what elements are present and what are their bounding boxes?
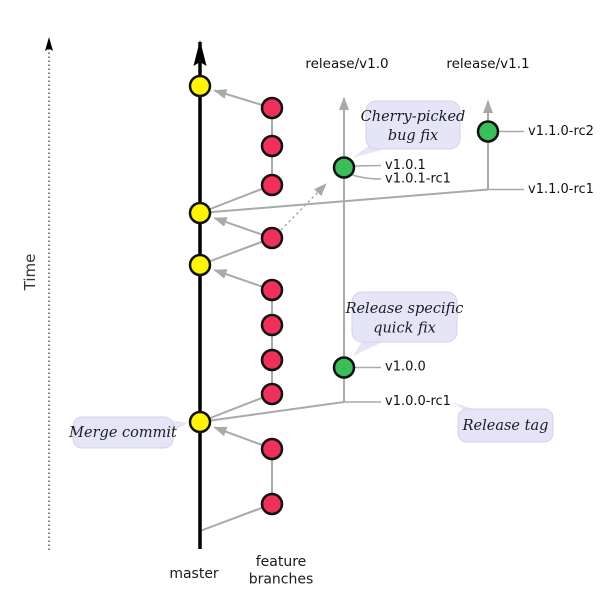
tag-v110rc1: v1.1.0-rc1: [528, 182, 594, 197]
release-v11-branch: release/v1.1: [199, 56, 530, 214]
tag-labels: v1.0.1 v1.0.1-rc1 v1.1.0-rc2 v1.1.0-rc1 …: [385, 124, 594, 409]
callout-body: [365, 100, 461, 150]
merge-arrow: [213, 217, 263, 236]
tag-line-v101: [352, 164, 382, 167]
callout-merge-commit: Merge commit: [68, 416, 188, 449]
commit-release-v100: [332, 356, 356, 379]
tag-v100: v1.0.0: [385, 360, 426, 375]
callout-cherry-line2: bug fix: [388, 128, 438, 144]
commit-feature: [260, 226, 284, 250]
feature-branches-label-line2: branches: [249, 572, 314, 588]
commit-feature: [260, 348, 284, 372]
commit-feature: [260, 313, 284, 337]
callout-merge-commit-label: Merge commit: [68, 425, 177, 441]
callout-cherry-line1: Cherry-picked: [361, 109, 466, 125]
merge-arrow: [213, 89, 262, 106]
branch-start-line: [199, 184, 273, 214]
release-v11-branchoff-line: [199, 188, 489, 214]
commit-feature: [260, 492, 284, 516]
commit-feature: [260, 437, 284, 461]
callout-body: [457, 408, 554, 443]
feature-branches-label-line1: feature: [256, 554, 307, 570]
commits: [188, 74, 500, 516]
callout-tail: [353, 340, 385, 356]
release-v10-branch: release/v1.0: [199, 56, 389, 423]
callout-release-tag: Release tag: [452, 402, 554, 443]
branch-start-line: [199, 237, 273, 266]
tag-v100rc1: v1.0.0-rc1: [385, 394, 451, 409]
callout-body: [351, 291, 458, 343]
feature-branch-lines: [199, 89, 327, 532]
tag-v101rc1: v1.0.1-rc1: [385, 172, 451, 187]
commit-feature: [260, 134, 284, 158]
cherry-pick-arrow: [280, 183, 327, 231]
tag-v101: v1.0.1: [385, 158, 426, 173]
commit-feature: [260, 382, 284, 406]
time-axis-label: Time: [21, 254, 39, 292]
callout-release-tag-label: Release tag: [462, 418, 549, 434]
time-axis: Time: [21, 37, 53, 550]
commit-release-v101: [332, 156, 356, 179]
callout-cherry-picked: Cherry-picked bug fix: [352, 100, 466, 158]
merge-arrow: [213, 426, 263, 447]
commit-master-merge: [188, 410, 212, 434]
commit-feature: [260, 96, 284, 120]
release-v11-label: release/v1.1: [446, 56, 529, 72]
branch-start-line: [199, 393, 273, 423]
commit-master-merge: [188, 253, 212, 277]
branch-start-line: [199, 503, 273, 532]
commit-master-merge: [188, 201, 212, 225]
commit-feature: [260, 173, 284, 197]
callout-release-specific-line1: Release specific: [345, 301, 464, 317]
release-v10-label: release/v1.0: [305, 56, 388, 72]
commit-master-merge: [188, 74, 212, 98]
commit-feature: [260, 278, 284, 302]
tag-v110rc2: v1.1.0-rc2: [528, 124, 594, 139]
commit-release-v110rc2: [476, 120, 500, 143]
master-label: master: [169, 566, 219, 582]
merge-arrow: [213, 269, 263, 288]
callout-release-specific: Release specific quick fix: [345, 291, 464, 356]
callout-tail: [170, 420, 188, 433]
callout-body: [72, 416, 174, 449]
release-v10-branchoff-line: [199, 401, 345, 423]
tag-connectors: [344, 130, 524, 403]
callout-release-specific-line2: quick fix: [373, 321, 436, 337]
branch-labels: master feature branches: [169, 554, 313, 588]
